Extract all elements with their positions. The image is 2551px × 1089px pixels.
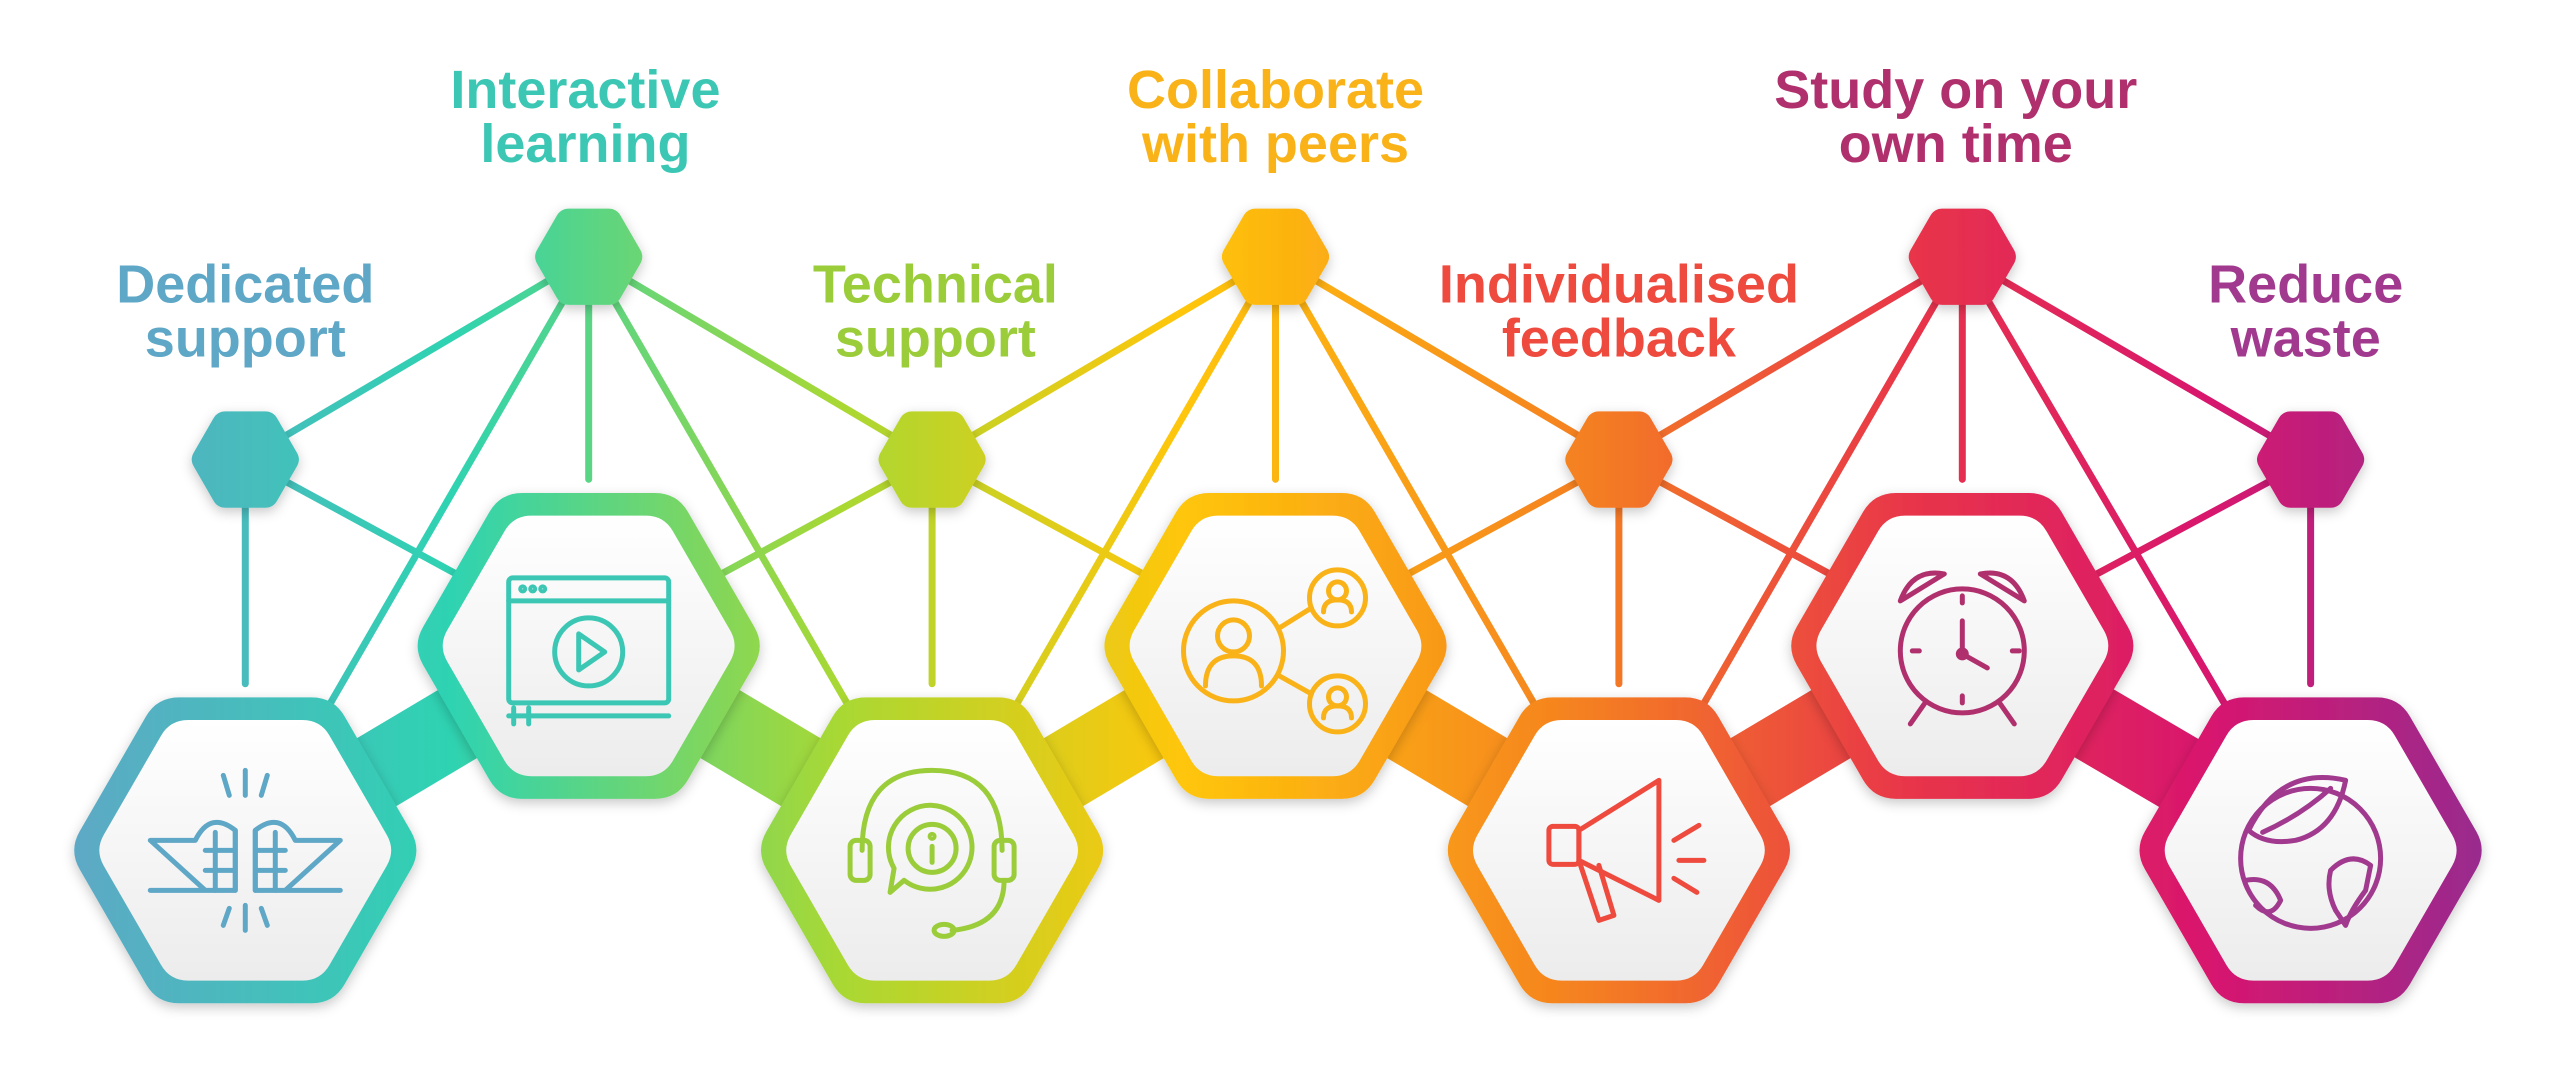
headset-info-icon [847, 767, 1017, 939]
benefit-label-line: learning [480, 114, 690, 174]
benefit-label-line: with peers [1141, 114, 1409, 174]
benefit-label-line: Individualised [1439, 255, 1799, 315]
node-hexagon [2257, 411, 2365, 508]
node-hexagon [1908, 208, 2016, 305]
benefit-label-line: own time [1839, 114, 2073, 174]
connector-zigzag [1272, 253, 1623, 464]
benefit-label-line: waste [2230, 309, 2381, 369]
benefit-label-line: support [835, 309, 1036, 369]
benefit-hexagon-inner [99, 720, 392, 981]
benefit-label-line: feedback [1502, 309, 1737, 369]
connector-zigzag [1615, 253, 1966, 464]
benefit-hexagon-inner [2164, 720, 2457, 981]
node-hexagon [1221, 208, 1330, 305]
benefit-hexagon-inner [1473, 720, 1765, 981]
benefit-label-line: Interactive [450, 60, 720, 120]
video-player-icon [506, 575, 672, 727]
connector-zigzag [928, 253, 1279, 464]
fist-bump-icon [147, 767, 343, 933]
node-hexagon [1565, 411, 1673, 508]
node-hexagon [191, 411, 299, 508]
benefit-label-line: Technical [813, 255, 1058, 315]
benefit-label-line: support [145, 309, 346, 369]
node-hexagon [535, 208, 643, 305]
node-hexagons [191, 208, 2365, 508]
megaphone-icon [1546, 777, 1707, 923]
alarm-clock-icon [1897, 570, 2027, 727]
node-hexagon [878, 411, 986, 508]
connector-zigzag [585, 253, 936, 464]
connector-zigzag [241, 253, 593, 464]
icons [147, 567, 2384, 939]
benefit-label-line: Reduce [2208, 255, 2403, 315]
benefit-label-line: Dedicated [116, 255, 374, 315]
earth-leaf-icon [2238, 775, 2384, 931]
people-network-icon [1181, 567, 1368, 735]
connector-zigzag [1958, 253, 2315, 464]
benefit-label-line: Study on your [1774, 60, 2137, 120]
benefit-label-line: Collaborate [1127, 60, 1424, 120]
